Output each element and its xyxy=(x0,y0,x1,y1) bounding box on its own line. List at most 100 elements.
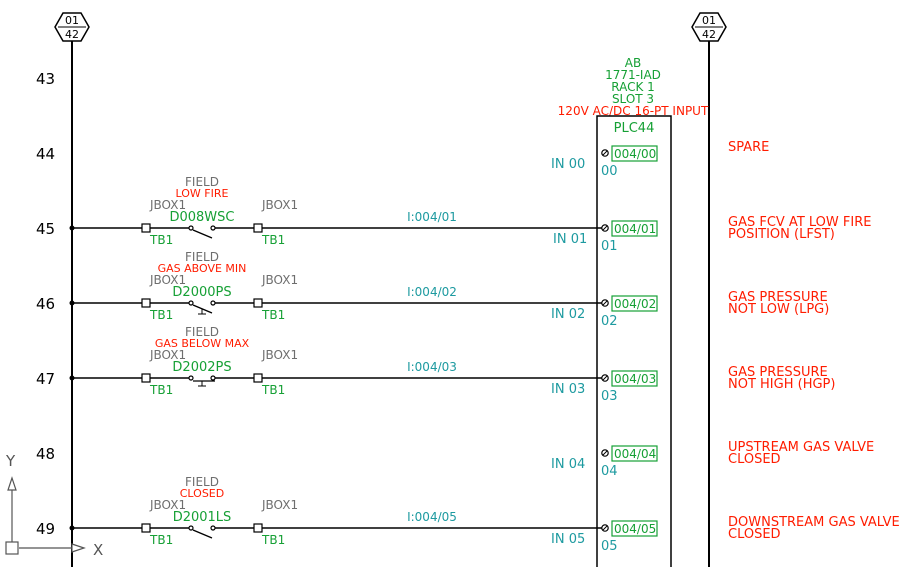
plc-input-01: 004/01 IN 01 01 GAS FCV AT LOW FIRE POSI… xyxy=(553,215,871,254)
input-point: 01 xyxy=(601,239,618,254)
tb-left-label: TB1 xyxy=(149,308,173,322)
ucs-y-label: Y xyxy=(5,452,16,470)
page-marker-left: 01 42 xyxy=(54,12,90,42)
input-description-line1: SPARE xyxy=(728,140,769,155)
input-description-line1: GAS FCV AT LOW FIRE xyxy=(728,215,871,230)
terminal-label: 004/04 xyxy=(614,447,656,461)
terminal-box xyxy=(611,220,658,237)
terminal-box xyxy=(611,370,658,387)
tb-right-label: TB1 xyxy=(261,383,285,397)
plc-vendor: AB xyxy=(625,56,641,70)
plc-input-02: 004/02 IN 02 02 GAS PRESSURE NOT LOW (LP… xyxy=(551,290,829,329)
plc-address-label: I:004/01 xyxy=(407,210,457,224)
plc-model: 1771-IAD xyxy=(605,68,661,82)
input-label: IN 04 xyxy=(551,457,585,472)
jbox-left-label: JBOX1 xyxy=(149,273,186,287)
input-description-line2: CLOSED xyxy=(728,452,781,467)
terminal-label: 004/05 xyxy=(614,522,656,536)
ucs-x-label: X xyxy=(93,541,103,559)
terminal-label: 004/01 xyxy=(614,222,656,236)
terminal-block-icon xyxy=(141,373,151,383)
plc-input-04: 004/04 IN 04 04 UPSTREAM GAS VALVE CLOSE… xyxy=(551,440,874,479)
input-description-line2: NOT HIGH (HGP) xyxy=(728,377,835,392)
terminal-block-icon xyxy=(253,373,263,383)
tb-right-label: TB1 xyxy=(261,308,285,322)
page-marker-right: 01 42 xyxy=(691,12,727,42)
tb-left-label: TB1 xyxy=(149,233,173,247)
rung-45-circuit: FIELD LOW FIRE JBOX1 JBOX1 D008WSC TB1 T… xyxy=(69,175,602,247)
rung-number-49: 49 xyxy=(36,520,55,538)
field-label: FIELD xyxy=(185,175,219,189)
terminal-block-icon xyxy=(141,523,151,533)
rung-number-47: 47 xyxy=(36,370,55,388)
jbox-left-label: JBOX1 xyxy=(149,348,186,362)
rung-number-45: 45 xyxy=(36,220,55,238)
terminal-box xyxy=(611,295,658,312)
terminal-block-icon xyxy=(141,298,151,308)
plc-name: PLC44 xyxy=(614,121,655,136)
plc-address-label: I:004/03 xyxy=(407,360,457,374)
page-marker-right-top: 01 xyxy=(702,14,716,27)
input-label: IN 02 xyxy=(551,307,585,322)
plc-address-label: I:004/02 xyxy=(407,285,457,299)
rung-number-48: 48 xyxy=(36,445,55,463)
plc-module-type: 120V AC/DC 16-PT INPUT xyxy=(558,104,709,118)
plc-slot: SLOT 3 xyxy=(612,92,654,106)
input-point: 02 xyxy=(601,314,618,329)
field-label: FIELD xyxy=(185,250,219,264)
jbox-right-label: JBOX1 xyxy=(261,498,298,512)
plc-input-03: 004/03 IN 03 03 GAS PRESSURE NOT HIGH (H… xyxy=(551,365,835,404)
input-description-line1: GAS PRESSURE xyxy=(728,365,828,380)
terminal-label: 004/00 xyxy=(614,147,656,161)
plc-module-box xyxy=(596,115,672,567)
terminal-label: 004/03 xyxy=(614,372,656,386)
input-description-line1: GAS PRESSURE xyxy=(728,290,828,305)
terminal-box xyxy=(611,520,658,537)
plc-rack: RACK 1 xyxy=(611,80,655,94)
input-point: 00 xyxy=(601,164,618,179)
plc-input-05: 004/05 IN 05 05 DOWNSTREAM GAS VALVE CLO… xyxy=(551,515,900,554)
field-function-label: GAS BELOW MAX xyxy=(155,337,250,350)
field-label: FIELD xyxy=(185,325,219,339)
input-point: 03 xyxy=(601,389,618,404)
field-label: FIELD xyxy=(185,475,219,489)
rung-47-circuit: FIELD GAS BELOW MAX JBOX1 JBOX1 D2002PS … xyxy=(69,325,602,397)
rung-number-46: 46 xyxy=(36,295,55,313)
input-label: IN 05 xyxy=(551,532,585,547)
rung-number-44: 44 xyxy=(36,145,55,163)
plc-address-label: I:004/05 xyxy=(407,510,457,524)
page-marker-left-top: 01 xyxy=(65,14,79,27)
jbox-right-label: JBOX1 xyxy=(261,348,298,362)
input-point: 04 xyxy=(601,464,618,479)
switch-blade-icon xyxy=(192,529,213,539)
plc-header: AB 1771-IAD RACK 1 SLOT 3 120V AC/DC 16-… xyxy=(558,56,709,118)
jbox-left-label: JBOX1 xyxy=(149,198,186,212)
input-description-line2: POSITION (LFST) xyxy=(728,227,835,242)
tb-left-label: TB1 xyxy=(149,533,173,547)
input-description-line1: UPSTREAM GAS VALVE xyxy=(728,440,874,455)
field-function-label: CLOSED xyxy=(180,487,224,500)
input-label: IN 00 xyxy=(551,157,585,172)
input-description-line1: DOWNSTREAM GAS VALVE xyxy=(728,515,900,530)
tb-right-label: TB1 xyxy=(261,533,285,547)
terminal-block-icon xyxy=(253,298,263,308)
page-marker-right-bottom: 42 xyxy=(702,28,716,41)
plc-input-00: 004/00 IN 00 00 SPARE xyxy=(551,140,769,179)
ucs-icon: Y X xyxy=(5,452,103,559)
jbox-left-label: JBOX1 xyxy=(149,498,186,512)
field-function-label: GAS ABOVE MIN xyxy=(158,262,247,275)
page-marker-left-bottom: 42 xyxy=(65,28,79,41)
input-description-line2: NOT LOW (LPG) xyxy=(728,302,829,317)
device-tag: D2002PS xyxy=(172,360,231,375)
input-description-line2: CLOSED xyxy=(728,527,781,542)
tb-right-label: TB1 xyxy=(261,233,285,247)
terminal-box xyxy=(611,445,658,462)
terminal-block-icon xyxy=(253,523,263,533)
input-label: IN 01 xyxy=(553,232,587,247)
rung-49-circuit: FIELD CLOSED JBOX1 JBOX1 D2001LS TB1 TB1… xyxy=(69,475,602,547)
terminal-block-icon xyxy=(141,223,151,233)
switch-blade-icon xyxy=(192,229,213,239)
device-tag: D008WSC xyxy=(169,210,234,225)
field-function-label: LOW FIRE xyxy=(176,187,229,200)
